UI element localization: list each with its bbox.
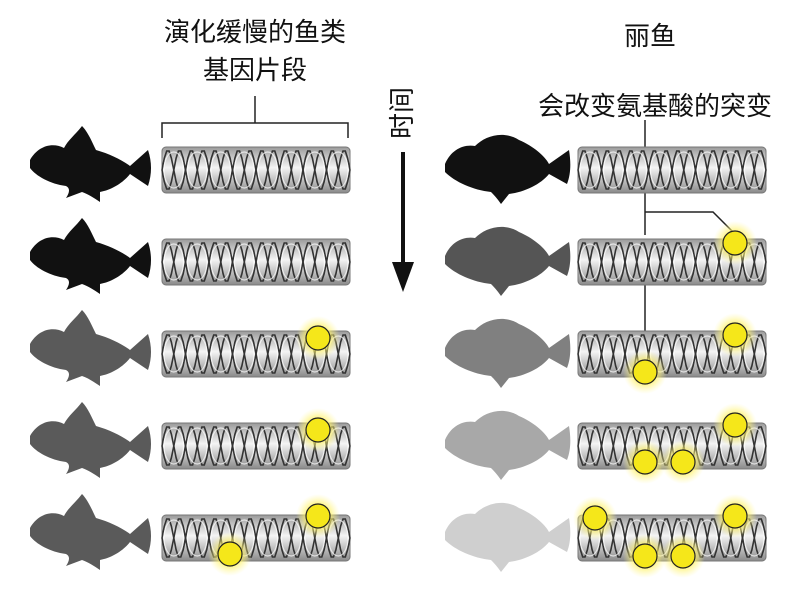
left-fish-3 (30, 310, 151, 386)
mutation-marker (713, 494, 757, 538)
cichlid-fish-3 (445, 318, 571, 388)
cichlid-fish-2 (445, 226, 571, 296)
mutation-marker (661, 534, 705, 578)
mutation-marker (713, 313, 757, 357)
left-fish-column (30, 126, 151, 570)
mutation-marker (623, 440, 667, 484)
mutation-marker (573, 496, 617, 540)
right-dna-segment-1 (577, 146, 767, 194)
mutation-marker (296, 408, 340, 452)
left-fish-4 (30, 402, 151, 478)
left-title-line1: 演化缓慢的鱼类 (163, 18, 346, 48)
left-dna-segment-1 (161, 146, 351, 194)
right-dna-column (573, 146, 767, 578)
left-bracket (161, 96, 349, 138)
mutation-label: 会改变氨基酸的突变 (537, 92, 772, 122)
left-dna-segment-2 (161, 238, 351, 286)
mutation-marker (713, 403, 757, 447)
mutation-marker (623, 350, 667, 394)
left-fish-1 (30, 126, 151, 202)
cichlid-fish-4 (445, 410, 571, 480)
mutation-marker (296, 494, 340, 538)
left-fish-2 (30, 218, 151, 294)
right-fish-column (445, 134, 571, 572)
mutation-marker (661, 440, 705, 484)
time-arrow (392, 152, 414, 292)
cichlid-fish-1 (445, 134, 571, 204)
left-dna-column (161, 146, 351, 576)
mutation-marker (296, 316, 340, 360)
mutation-marker (208, 532, 252, 576)
mutation-marker (623, 534, 667, 578)
left-title-line2: 基因片段 (202, 56, 307, 86)
cichlid-fish-5 (445, 502, 571, 572)
right-title: 丽鱼 (623, 22, 676, 52)
left-fish-5 (30, 494, 151, 570)
mutation-marker (713, 221, 757, 265)
